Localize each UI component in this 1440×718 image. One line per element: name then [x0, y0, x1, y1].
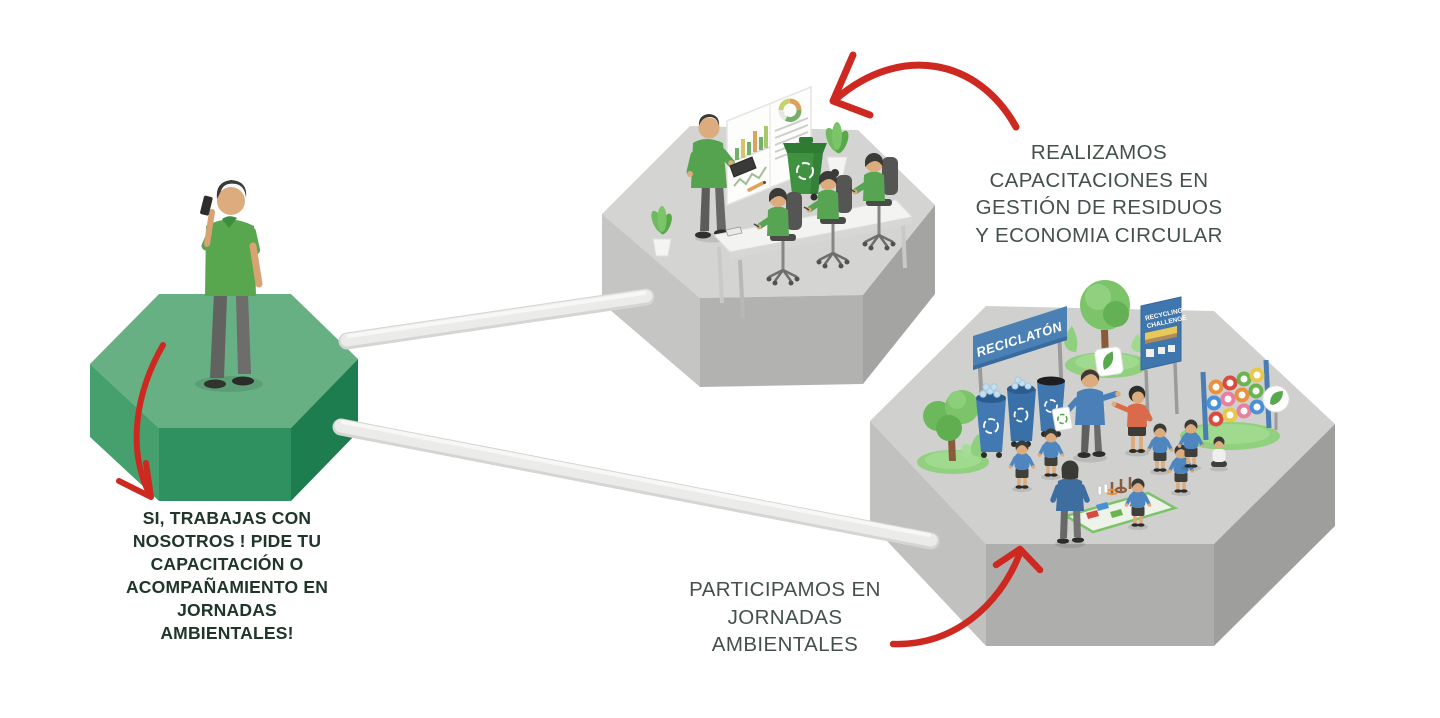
caption-line: AMBIENTALES — [711, 633, 859, 656]
event-woman-figure — [1111, 385, 1153, 457]
event-sitting-kid-figure — [1210, 436, 1228, 472]
event-scene: RECICLATÓN RECYCLING CHALLENGE — [917, 280, 1290, 548]
event-kid-figure — [1177, 419, 1205, 471]
caption-line: PARTICIPAMOS EN — [689, 578, 881, 601]
training-caption: REALIZAMOS CAPACITACIONES EN GESTIÓN DE … — [945, 139, 1253, 249]
tablet-icon — [729, 156, 757, 178]
red-arrow-training — [829, 51, 1020, 131]
event-man-back-figure — [1050, 460, 1090, 548]
caption-line: SI, TRABAJAS CON — [142, 508, 312, 528]
recycle-card-icon — [1051, 406, 1073, 432]
trainee-figure — [753, 188, 802, 286]
caption-line: JORNADAS — [727, 605, 843, 629]
event-kid-figure — [1167, 444, 1195, 496]
red-arrow-office — [116, 342, 166, 500]
event-kid-figure — [1146, 423, 1174, 475]
caption-line: Y ECONOMIA CIRCULAR — [975, 223, 1223, 247]
person-on-phone — [195, 180, 263, 392]
caption-line: NOSOTROS ! PIDE TU — [132, 531, 322, 551]
event-kid-figure — [1037, 428, 1065, 480]
presenter-figure — [686, 114, 757, 243]
event-leader-figure — [1051, 368, 1121, 463]
plant-pot-icon — [651, 206, 672, 257]
caption-line: GESTIÓN DE RESIDUOS — [975, 196, 1223, 219]
office-caption: SI, TRABAJAS CON NOSOTROS ! PIDE TU CAPA… — [88, 507, 366, 645]
trainee-figure — [849, 153, 898, 251]
training-desk — [713, 199, 913, 319]
caption-line: CAPACITACIÓN O — [150, 554, 304, 574]
phone-icon — [200, 195, 213, 216]
prize-ring-wall — [1180, 359, 1290, 450]
red-arrow-event — [889, 545, 1044, 648]
tree-icon — [917, 390, 989, 474]
trainee-figure — [803, 169, 852, 269]
connector-rod-event — [332, 418, 940, 550]
blue-collection-bins — [976, 376, 1065, 458]
training-scene — [651, 85, 913, 319]
green-recycle-bin-icon — [783, 137, 827, 201]
connector-rod-training — [338, 288, 655, 350]
caption-line: ACOMPAÑAMIENTO EN — [125, 577, 329, 597]
leaf-sign-icon — [1094, 346, 1124, 377]
event-kid-figure — [1124, 478, 1152, 530]
caption-line: AMBIENTALES! — [160, 623, 294, 643]
caption-line: REALIZAMOS — [1030, 141, 1168, 164]
caption-line: CAPACITACIONES EN — [989, 168, 1209, 192]
event-kid-figure — [1008, 440, 1036, 492]
caption-line: JORNADAS — [177, 600, 277, 620]
event-caption: PARTICIPAMOS EN JORNADAS AMBIENTALES — [657, 576, 913, 659]
